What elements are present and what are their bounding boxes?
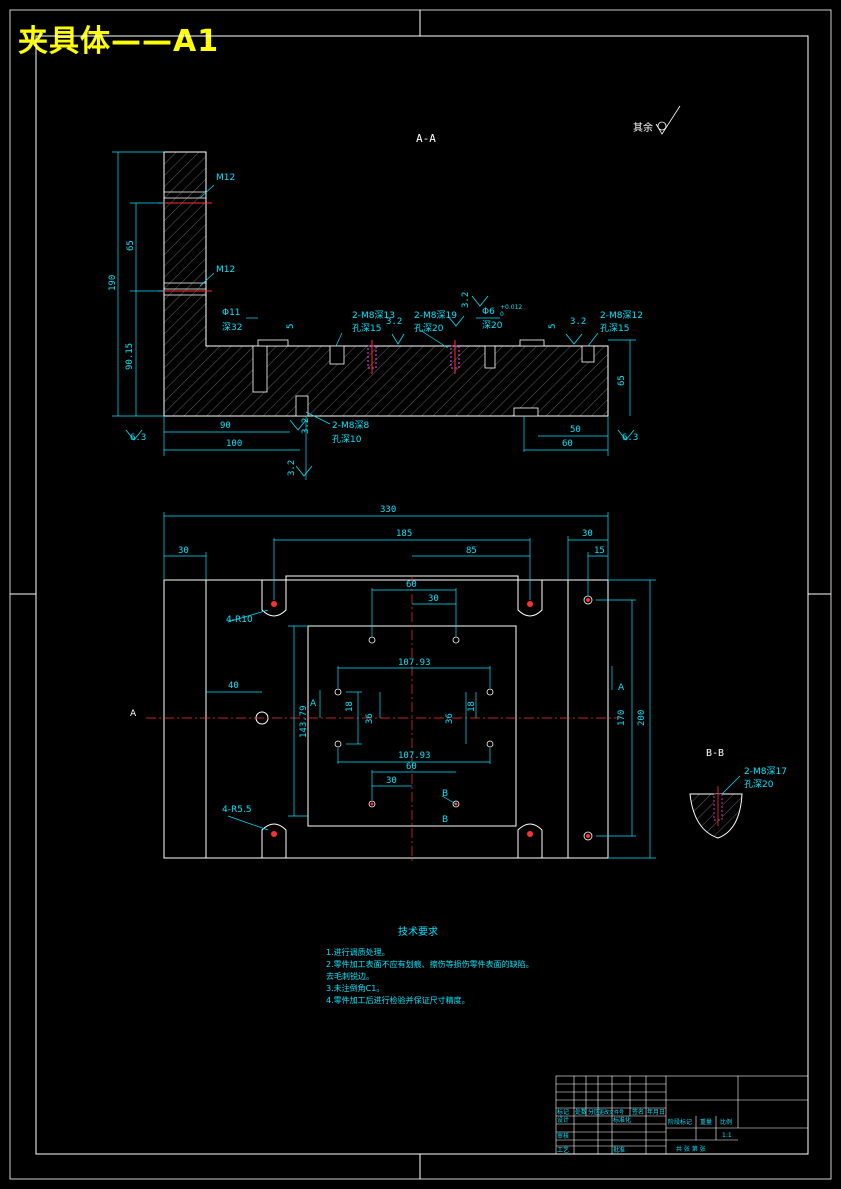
dim-50: 50 — [570, 425, 581, 435]
dim-107-93-b: 107.93 — [398, 751, 431, 761]
tech-line-2: 2.零件加工表面不应有划痕、擦伤等损伤零件表面的缺陷。 — [326, 959, 534, 969]
callout-m8-13: 2-M8深13 — [352, 310, 395, 321]
rough-3-2-e: 3.2 — [287, 460, 297, 476]
dim-65-right: 65 — [617, 375, 627, 386]
dim-90: 90 — [220, 421, 231, 431]
callout-phi11: Φ11 — [222, 308, 241, 318]
dim-30-right: 30 — [582, 529, 593, 539]
section-mark-b-top: B — [442, 789, 448, 799]
callout-m8-8: 2-M8深8 — [332, 420, 369, 431]
callout-r10: 4-R10 — [226, 615, 253, 625]
tb-col-mark: 标记 — [557, 1108, 569, 1116]
callout-m8-19: 2-M8深19 — [414, 310, 457, 321]
tech-requirements: 技术要求 1.进行调质处理。 2.零件加工表面不应有划痕、擦伤等损伤零件表面的缺… — [326, 925, 534, 1005]
section-aa-label: A-A — [416, 132, 436, 145]
section-bb-label: B-B — [706, 748, 724, 759]
sheet-frame — [9, 9, 832, 1180]
dim-100: 100 — [226, 439, 242, 449]
rough-6-3-left: 6.3 — [130, 433, 146, 443]
dim-65-left: 65 — [126, 240, 136, 251]
tb-col-sign: 签名 — [632, 1108, 644, 1116]
callout-m12-bottom: M12 — [216, 265, 235, 275]
tech-line-3: 去毛刺锐边。 — [326, 971, 374, 981]
tb-approve: 批准 — [613, 1146, 625, 1154]
dim-15: 15 — [594, 546, 605, 556]
dim-5-b: 5 — [548, 324, 558, 329]
dim-190: 190 — [108, 275, 118, 291]
dim-107-93-a: 107.93 — [398, 658, 431, 668]
dim-60-top: 60 — [406, 580, 417, 590]
tb-col-change: 更改文件号 — [599, 1109, 624, 1116]
callout-phi6-tol: +0.012 — [500, 304, 522, 311]
callout-hole20-a: 孔深20 — [414, 323, 444, 334]
callout-hole10: 孔深10 — [332, 434, 362, 445]
rough-6-3-right: 6.3 — [622, 433, 638, 443]
tb-col-date: 年月日 — [647, 1108, 665, 1116]
tb-design: 设计 — [557, 1116, 569, 1124]
callout-m12-top: M12 — [216, 173, 235, 183]
tb-review: 审核 — [557, 1132, 569, 1140]
dim-143-79: 143.79 — [299, 705, 309, 738]
section-bb-view: B-B 2-M8深17 孔深20 — [689, 748, 787, 839]
callout-phi6-tol2: 0 — [500, 311, 504, 318]
dim-18-a: 18 — [345, 701, 355, 712]
dim-170: 170 — [617, 710, 627, 726]
dim-5-a: 5 — [286, 324, 296, 329]
dim-30-bot: 30 — [386, 776, 397, 786]
callout-hole15-a: 孔深15 — [352, 323, 381, 334]
section-mark-a-mid: A — [310, 699, 317, 709]
callout-m8-17: 2-M8深17 — [744, 766, 787, 777]
tb-stage: 阶段标记 — [668, 1118, 692, 1126]
tech-heading: 技术要求 — [398, 925, 438, 938]
dim-85: 85 — [466, 546, 477, 556]
tech-line-1: 1.进行调质处理。 — [326, 947, 390, 957]
callout-phi6: Φ6 — [482, 307, 495, 317]
section-aa-view: 190 65 90.15 65 90 100 50 60 6.3 6.3 3.2… — [108, 151, 643, 480]
tb-sheets: 共 张 第 张 — [676, 1145, 706, 1153]
tb-col-zone: 分区 — [588, 1108, 600, 1116]
section-mark-b-bot: B — [442, 815, 448, 825]
dim-60: 60 — [562, 439, 573, 449]
tb-weight: 重量 — [700, 1118, 712, 1126]
section-mark-a-right: A — [618, 683, 625, 693]
rough-3-2-a: 3.2 — [386, 317, 402, 327]
dim-18-b: 18 — [467, 701, 477, 712]
callout-hole20-b: 孔深20 — [744, 779, 774, 790]
dim-185: 185 — [396, 529, 412, 539]
tb-craft: 工艺 — [557, 1146, 569, 1154]
tb-scale-val: 1:1 — [722, 1132, 732, 1139]
callout-hole15-b: 孔深15 — [600, 323, 629, 334]
dim-30-top: 30 — [428, 594, 439, 604]
dim-330: 330 — [380, 505, 396, 515]
dim-60-bot: 60 — [406, 762, 417, 772]
drawing-title: 夹具体——A1 — [18, 24, 220, 59]
rough-3-2-d: 3.2 — [301, 418, 311, 434]
dim-40: 40 — [228, 681, 239, 691]
tb-scale: 比例 — [720, 1118, 732, 1126]
tech-line-5: 4.零件加工后进行检验并保证尺寸精度。 — [326, 995, 470, 1005]
tb-col-count: 处数 — [575, 1108, 587, 1116]
rest-roughness-label: 其余 — [633, 121, 653, 134]
roughness-symbol-icon — [655, 105, 681, 135]
dim-30-left: 30 — [178, 546, 189, 556]
plan-view: 330 185 85 30 30 15 60 30 107.93 107.93 … — [130, 505, 656, 862]
callout-m8-12: 2-M8深12 — [600, 310, 643, 321]
tb-std: 标准化 — [613, 1116, 631, 1124]
tech-line-4: 3.未注倒角C1。 — [326, 983, 384, 993]
dim-36-b: 36 — [445, 713, 455, 724]
callout-r5-5: 4-R5.5 — [222, 805, 252, 815]
dim-90-15: 90.15 — [125, 343, 135, 370]
rough-3-2-b: 3.2 — [461, 292, 471, 308]
section-mark-a-left: A — [130, 709, 137, 719]
dim-36-a: 36 — [365, 713, 375, 724]
rough-3-2-c: 3.2 — [570, 317, 586, 327]
callout-deep32: 深32 — [222, 322, 242, 333]
callout-deep20: 深20 — [482, 320, 503, 331]
dim-200: 200 — [637, 710, 647, 726]
title-block: 标记 处数 分区 更改文件号 签名 年月日 设计 标准化 审核 工艺 批准 阶段… — [555, 1075, 809, 1155]
